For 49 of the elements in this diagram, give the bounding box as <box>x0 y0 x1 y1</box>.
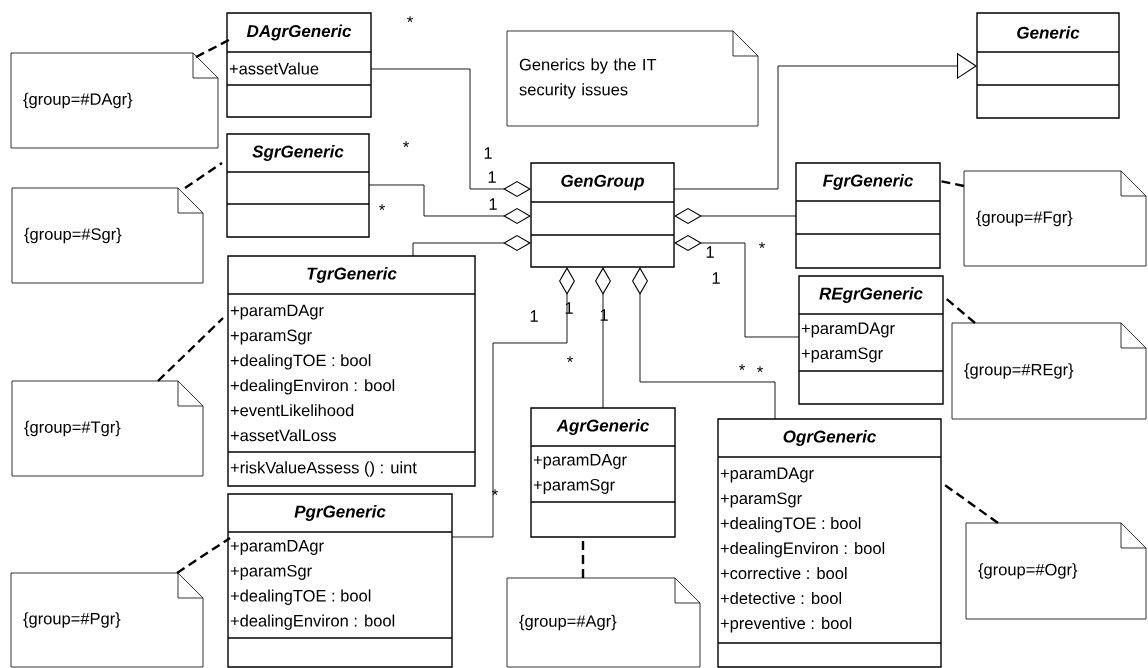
multiplicity-label: * <box>403 141 409 148</box>
class-box: TgrGeneric +paramDAgr +paramSgr +dealingTOE : bool +dealingEnviron : bool +eventLikelihood +assetValLoss +riskValueAssess () : uint <box>227 255 476 487</box>
note-box: {group=#Agr} <box>506 577 701 668</box>
multiplicity-label: 1 <box>565 302 573 314</box>
note-box: {group=#Ogr} <box>965 522 1147 620</box>
class-box: OgrGeneric +paramDAgr +paramSgr +dealingTOE : bool +dealingEnviron : bool +corrective : bool +detective : bool +preventive : bool <box>717 418 942 668</box>
note-box: {group=#Tgr} <box>11 380 204 477</box>
class-box: AgrGeneric +paramDAgr +paramSgr <box>530 407 676 538</box>
multiplicity-label: * <box>407 16 413 23</box>
multiplicity-label: 1 <box>706 246 714 258</box>
class-box: DAgrGeneric +assetValue <box>226 12 372 118</box>
aggregation-line <box>632 267 776 420</box>
dashed-line <box>176 537 231 574</box>
multiplicity-label: * <box>379 204 385 211</box>
multiplicity-label: 1 <box>530 310 538 322</box>
multiplicity-label: 1 <box>489 198 497 210</box>
class-box: SgrGeneric <box>226 133 370 238</box>
note-box: {group=#Sgr} <box>11 187 204 284</box>
aggregation-line <box>368 184 531 224</box>
multiplicity-label: * <box>759 242 765 249</box>
multiplicity-label: * <box>567 356 573 363</box>
multiplicity-label: 1 <box>600 309 608 321</box>
dashed-line <box>184 162 223 189</box>
multiplicity-label: 1 <box>488 171 496 183</box>
aggregation-line <box>674 208 797 224</box>
dashed-line <box>157 317 224 382</box>
class-box: REgrGeneric +paramDAgr +paramSgr <box>798 275 944 405</box>
multiplicity-label: * <box>757 366 763 373</box>
aggregation-line <box>451 267 575 538</box>
note-box: {group=#DAgr} <box>10 52 219 149</box>
dashed-line <box>195 38 230 59</box>
multiplicity-label: * <box>739 364 745 371</box>
aggregation-line <box>412 235 531 257</box>
class-box: Generic <box>976 12 1120 119</box>
multiplicity-label: 1 <box>484 147 492 159</box>
aggregation-line <box>674 235 800 338</box>
note-box: {group=#Fgr} <box>963 170 1147 267</box>
class-box: FgrGeneric <box>795 162 941 269</box>
multiplicity-label: * <box>492 489 498 496</box>
class-box: GenGroup <box>530 162 675 268</box>
multiplicity-label: 1 <box>712 272 720 284</box>
note-box: {group=#Pgr} <box>10 572 204 668</box>
aggregation-line <box>595 267 611 409</box>
note-box: {group=#REgr} <box>951 322 1147 420</box>
class-box: PgrGeneric +paramDAgr +paramSgr +dealingTOE : bool +dealingEnviron : bool <box>227 493 453 668</box>
aggregation-line <box>370 68 531 197</box>
generalization-arrow <box>673 52 977 190</box>
dashed-line <box>939 179 965 188</box>
note-box: Generics by the IT security issues <box>506 30 759 127</box>
